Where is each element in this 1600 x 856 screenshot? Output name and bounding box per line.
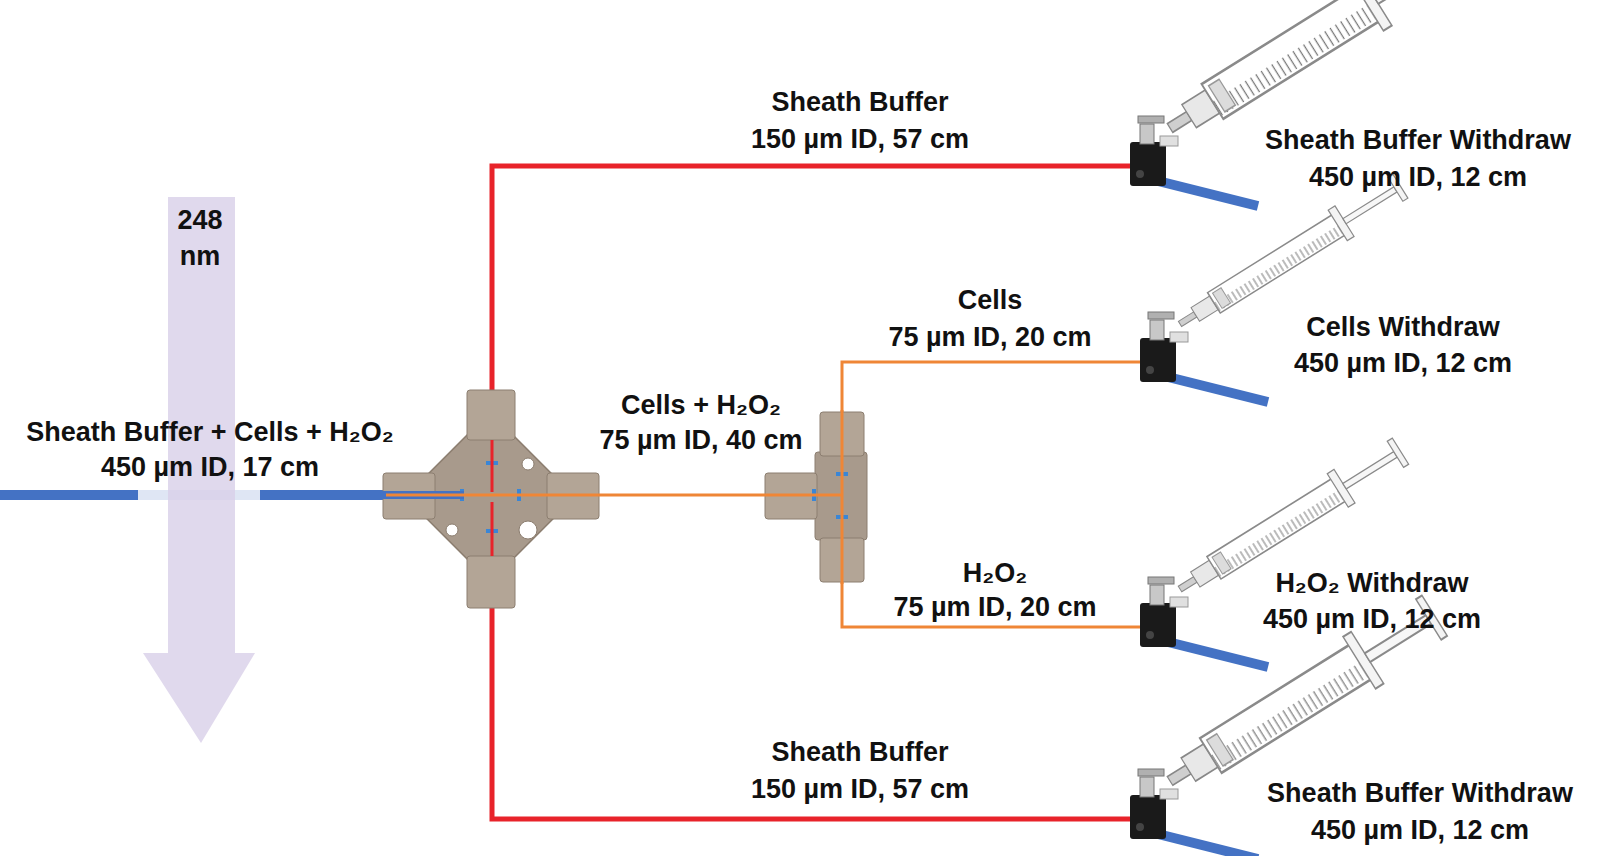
tube-label: 75 µm ID, 20 cm: [888, 319, 1091, 355]
tube-label: Sheath Buffer Withdraw: [1267, 775, 1573, 811]
tube-label: 248 nm: [165, 202, 235, 274]
tube-label: 450 µm ID, 12 cm: [1311, 812, 1529, 848]
tube-label: 150 µm ID, 57 cm: [751, 771, 969, 807]
tube-label: 450 µm ID, 12 cm: [1309, 159, 1527, 195]
tube-label: 450 µm ID, 12 cm: [1263, 601, 1481, 637]
tube-label: 450 µm ID, 12 cm: [1294, 345, 1512, 381]
tube-label: 150 µm ID, 57 cm: [751, 121, 969, 157]
tube-label: Sheath Buffer: [771, 734, 948, 770]
tube-label: Sheath Buffer + Cells + H₂O₂: [26, 414, 394, 450]
tube-label: 450 µm ID, 17 cm: [101, 449, 319, 485]
tube-label: H₂O₂ Withdraw: [1275, 565, 1468, 601]
tube-label: Cells Withdraw: [1306, 309, 1499, 345]
tube-label: 75 µm ID, 20 cm: [893, 589, 1096, 625]
tube-label: Sheath Buffer: [771, 84, 948, 120]
tube-label: H₂O₂: [963, 555, 1028, 591]
tube-label: Sheath Buffer Withdraw: [1265, 122, 1571, 158]
tube-label: 75 µm ID, 40 cm: [599, 422, 802, 458]
tube-label: Cells: [958, 282, 1023, 318]
tube-label: Cells + H₂O₂: [621, 387, 781, 423]
